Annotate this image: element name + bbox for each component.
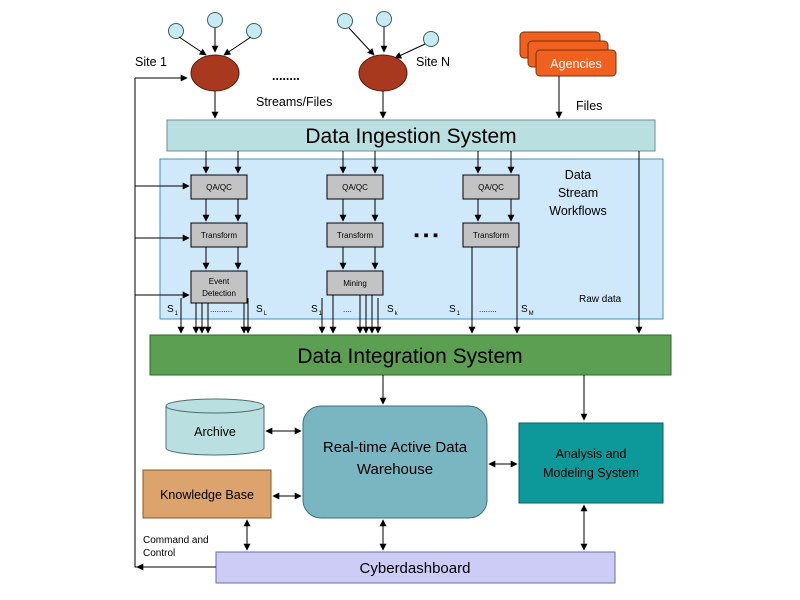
stream-dots: .... bbox=[343, 305, 352, 314]
qaqc-box bbox=[190, 174, 248, 200]
mining-label: Mining bbox=[343, 279, 367, 288]
bidirectional-arrows bbox=[243, 427, 588, 551]
workflows-title-line2: Stream bbox=[558, 186, 598, 200]
transform-label: Transform bbox=[201, 231, 237, 240]
stream-label: S1 bbox=[449, 304, 461, 317]
raw-data-label: Raw data bbox=[579, 294, 622, 305]
siteN-group: Site N bbox=[337, 11, 450, 92]
knowledge-base-label: Knowledge Base bbox=[160, 488, 254, 502]
agencies-group: Agencies Files bbox=[519, 31, 617, 119]
stream-label: SM bbox=[521, 304, 534, 317]
event-label-line1: Event bbox=[209, 277, 230, 286]
workflows-ellipsis: ▪ ▪ ▪ bbox=[414, 227, 438, 244]
sensor-node-icon bbox=[207, 12, 223, 28]
sensor-node-icon bbox=[423, 31, 439, 47]
command-label-line1: Command and bbox=[143, 535, 209, 546]
transform-box bbox=[326, 222, 384, 248]
analysis-modeling-system bbox=[518, 422, 664, 504]
control-feedback-loop bbox=[134, 74, 216, 571]
transform-label: Transform bbox=[337, 231, 373, 240]
workflow-m: QA/QC Transform bbox=[462, 174, 520, 248]
streams-files-label: Streams/Files bbox=[256, 95, 332, 109]
mining-box bbox=[326, 270, 384, 296]
analysis-label-line1: Analysis and bbox=[556, 447, 627, 461]
agency-box-front bbox=[535, 49, 617, 77]
sensor-node-icon bbox=[168, 23, 184, 39]
cyberdashboard bbox=[215, 551, 616, 584]
sites-ellipsis: ........ bbox=[272, 69, 300, 83]
stream-label: S1 bbox=[311, 304, 323, 317]
sensor-node-icon bbox=[376, 11, 392, 27]
site1-label: Site 1 bbox=[135, 55, 167, 69]
archive-label: Archive bbox=[194, 425, 236, 439]
files-label: Files bbox=[576, 99, 602, 113]
realtime-active-data-warehouse bbox=[302, 405, 488, 519]
transform-box bbox=[462, 222, 520, 248]
siteN-node bbox=[358, 54, 408, 92]
workflow-2: QA/QC Transform Mining bbox=[326, 174, 384, 296]
transform-box bbox=[190, 222, 248, 248]
knowledge-base bbox=[142, 469, 272, 519]
stream-label: Sk bbox=[387, 304, 399, 317]
qaqc-label: QA/QC bbox=[478, 183, 504, 192]
analysis-label-line2: Modeling System bbox=[543, 466, 639, 480]
stream-output-arrows bbox=[177, 151, 643, 334]
qaqc-label: QA/QC bbox=[206, 183, 232, 192]
data-integration-system bbox=[149, 334, 672, 376]
cyberdashboard-label: Cyberdashboard bbox=[360, 560, 471, 577]
transform-label: Transform bbox=[473, 231, 509, 240]
workflows-title-line1: Data bbox=[565, 168, 591, 182]
sensor-node-icon bbox=[337, 13, 353, 29]
siteN-label: Site N bbox=[416, 55, 450, 69]
agencies-label: Agencies bbox=[550, 57, 601, 71]
stream-label: SL bbox=[256, 304, 268, 317]
warehouse-label-line2: Warehouse bbox=[357, 461, 433, 478]
data-integration-title: Data Integration System bbox=[297, 345, 522, 368]
sensor-node-icon bbox=[246, 23, 262, 39]
workflows-title-line3: Workflows bbox=[549, 204, 606, 218]
stream-dots: .......... bbox=[210, 305, 232, 314]
site1-group: Site 1 bbox=[135, 12, 262, 92]
archive-cylinder: Archive bbox=[165, 398, 265, 456]
stream-label: S1 bbox=[167, 304, 179, 317]
data-ingestion-system bbox=[166, 119, 656, 152]
warehouse-label-line1: Real-time Active Data bbox=[323, 439, 468, 456]
command-label-line2: Control bbox=[143, 548, 175, 559]
qaqc-box bbox=[462, 174, 520, 200]
stream-dots: ........ bbox=[479, 305, 497, 314]
site1-node bbox=[190, 54, 240, 92]
data-ingestion-title: Data Ingestion System bbox=[305, 125, 516, 148]
event-detection-box bbox=[190, 270, 248, 304]
stream-labels: S1 SL S1 Sk S1 SM .......... .... ......… bbox=[167, 304, 534, 317]
qaqc-box bbox=[326, 174, 384, 200]
workflow-1: QA/QC Transform Event Detection bbox=[190, 174, 248, 304]
event-label-line2: Detection bbox=[202, 289, 236, 298]
qaqc-label: QA/QC bbox=[342, 183, 368, 192]
